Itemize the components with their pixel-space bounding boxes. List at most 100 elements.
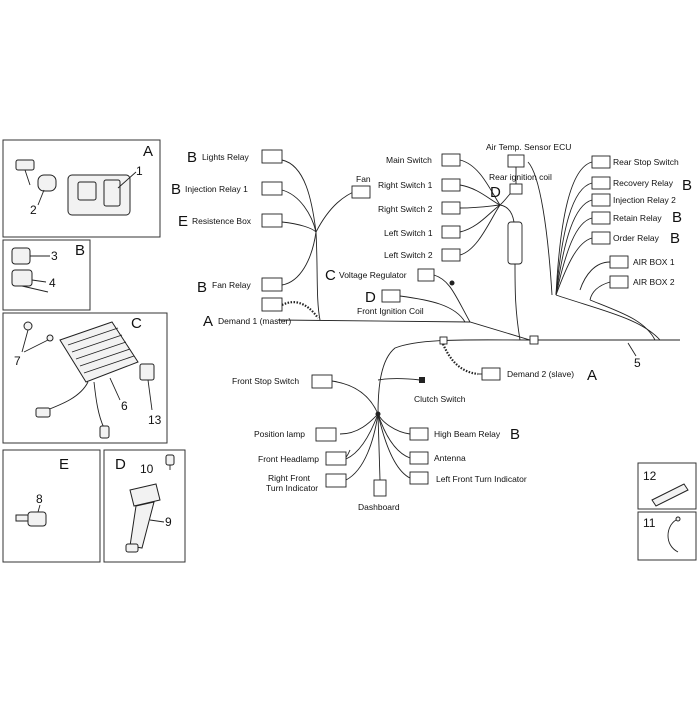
letter-demand-1: A bbox=[203, 313, 213, 330]
panel-12: 12 bbox=[637, 462, 697, 510]
connector-front-ignition-coil: D Front Ignition Coil bbox=[357, 289, 424, 316]
letter-front-ignition-coil: D bbox=[365, 289, 376, 306]
label-right-switch-2: Right Switch 2 bbox=[378, 204, 433, 214]
letter-recovery-relay: B bbox=[682, 177, 692, 194]
relay-part bbox=[11, 247, 31, 265]
part-number-4: 4 bbox=[49, 276, 56, 290]
voltage-regulator-part bbox=[59, 321, 139, 383]
label-right-switch-1: Right Switch 1 bbox=[378, 180, 433, 190]
main-harness: 5 bbox=[277, 159, 680, 481]
connector-lights-relay: B Lights Relay bbox=[187, 149, 283, 166]
label-fan-relay: Fan Relay bbox=[212, 280, 251, 290]
letter-order-relay: B bbox=[670, 230, 680, 247]
letter-retain-relay: B bbox=[672, 209, 682, 226]
connector-injection-relay-1: B Injection Relay 1 bbox=[171, 181, 283, 198]
panel-e-letter: E bbox=[59, 456, 69, 473]
harness-number: 5 bbox=[634, 356, 641, 370]
label-rear-ignition-coil: Rear ignition coil bbox=[489, 172, 552, 182]
connector-front-headlamp: Front Headlamp bbox=[258, 451, 347, 466]
label-demand-2: Demand 2 (slave) bbox=[507, 369, 574, 379]
connector-position-lamp: Position lamp bbox=[254, 427, 337, 442]
connector-left-front-turn: Left Front Turn Indicator bbox=[409, 471, 527, 485]
panel-e: E 8 bbox=[2, 449, 101, 563]
cable-tie-part bbox=[651, 483, 689, 507]
connector-right-switch-1: Right Switch 1 bbox=[378, 178, 461, 192]
label-right-front-turn-1: Right Front bbox=[268, 473, 311, 483]
connector-left-switch-1: Left Switch 1 bbox=[384, 225, 461, 239]
connector-recovery-relay: Recovery Relay B bbox=[591, 176, 692, 194]
panel-c: C 7 6 13 bbox=[2, 312, 168, 444]
label-injection-relay-2: Injection Relay 2 bbox=[613, 195, 676, 205]
connector-front-stop-switch: Front Stop Switch bbox=[232, 374, 333, 389]
label-air-box-1: AIR BOX 1 bbox=[633, 257, 675, 267]
relay-socket-part bbox=[11, 269, 33, 287]
connector-high-beam-relay: High Beam Relay B bbox=[409, 426, 520, 443]
label-front-stop-switch: Front Stop Switch bbox=[232, 376, 299, 386]
panel-c-letter: C bbox=[131, 315, 142, 332]
connector-left-switch-2: Left Switch 2 bbox=[384, 248, 461, 262]
connector-air-temp-sensor: Air Temp. Sensor ECU bbox=[486, 142, 571, 168]
letter-voltage-regulator: C bbox=[325, 267, 336, 284]
part-number-10: 10 bbox=[140, 462, 154, 476]
label-front-headlamp: Front Headlamp bbox=[258, 454, 319, 464]
part-number-6: 6 bbox=[121, 399, 128, 413]
connector-air-box-1: AIR BOX 1 bbox=[609, 255, 675, 269]
panel-d-letter: D bbox=[115, 456, 126, 473]
connector-antenna: Antenna bbox=[409, 451, 466, 465]
part-number-2: 2 bbox=[30, 203, 37, 217]
connector-retain-relay: Retain Relay B bbox=[591, 209, 682, 226]
connector-resistence-box: E Resistence Box bbox=[178, 213, 283, 230]
part-number-3: 3 bbox=[51, 249, 58, 263]
ignition-switch-part bbox=[67, 174, 131, 216]
resistance-box-part bbox=[27, 511, 47, 527]
label-front-ignition-coil: Front Ignition Coil bbox=[357, 306, 424, 316]
label-left-switch-2: Left Switch 2 bbox=[384, 250, 433, 260]
connector-dashboard: Dashboard bbox=[358, 479, 400, 512]
label-main-switch: Main Switch bbox=[386, 155, 432, 165]
connector-right-switch-2: Right Switch 2 bbox=[378, 201, 461, 215]
panel-a: A 1 2 bbox=[2, 139, 161, 238]
label-air-box-2: AIR BOX 2 bbox=[633, 277, 675, 287]
connector-air-box-2: AIR BOX 2 bbox=[609, 275, 675, 289]
panel-b-letter: B bbox=[75, 242, 85, 259]
letter-fan-relay: B bbox=[197, 279, 207, 296]
panel-b: B 3 4 bbox=[2, 239, 91, 311]
label-right-front-turn-2: Turn Indicator bbox=[266, 483, 318, 493]
label-injection-relay-1: Injection Relay 1 bbox=[185, 184, 248, 194]
connector-fan-relay: B Fan Relay bbox=[197, 277, 283, 296]
panel-d: D 10 9 bbox=[103, 449, 186, 563]
connector-demand-1: A Demand 1 (master) bbox=[203, 297, 291, 330]
connector-clutch-switch: Clutch Switch bbox=[414, 394, 466, 404]
connector-rear-ignition-coil: D Rear ignition coil bbox=[489, 172, 552, 201]
label-recovery-relay: Recovery Relay bbox=[613, 178, 674, 188]
connector-order-relay: Order Relay B bbox=[591, 230, 680, 247]
label-dashboard: Dashboard bbox=[358, 502, 400, 512]
connector-fan: Fan bbox=[351, 174, 371, 199]
label-antenna: Antenna bbox=[434, 453, 466, 463]
panel-a-letter: A bbox=[143, 143, 153, 160]
label-voltage-regulator: Voltage Regulator bbox=[339, 270, 407, 280]
letter-demand-2: A bbox=[587, 367, 597, 384]
bracket-part bbox=[139, 363, 155, 381]
letter-lights-relay: B bbox=[187, 149, 197, 166]
label-demand-1: Demand 1 (master) bbox=[218, 316, 291, 326]
part-number-11: 11 bbox=[643, 516, 656, 530]
letter-resistence-box: E bbox=[178, 213, 188, 230]
label-lights-relay: Lights Relay bbox=[202, 152, 250, 162]
label-rear-stop-switch: Rear Stop Switch bbox=[613, 157, 679, 167]
label-air-temp-sensor: Air Temp. Sensor ECU bbox=[486, 142, 571, 152]
connector-main-switch: Main Switch bbox=[386, 153, 461, 167]
label-resistence-box: Resistence Box bbox=[192, 216, 252, 226]
ignition-coil-part bbox=[125, 483, 161, 553]
key-part bbox=[15, 159, 35, 171]
label-left-front-turn: Left Front Turn Indicator bbox=[436, 474, 527, 484]
letter-rear-ignition-coil: D bbox=[490, 184, 501, 201]
label-position-lamp: Position lamp bbox=[254, 429, 305, 439]
label-retain-relay: Retain Relay bbox=[613, 213, 662, 223]
clip-part bbox=[667, 519, 679, 553]
label-left-switch-1: Left Switch 1 bbox=[384, 228, 433, 238]
connector-voltage-regulator: C Voltage Regulator bbox=[325, 267, 435, 284]
connector-injection-relay-2: Injection Relay 2 bbox=[591, 193, 676, 207]
part-number-13: 13 bbox=[148, 413, 162, 427]
part-number-7: 7 bbox=[14, 354, 21, 368]
